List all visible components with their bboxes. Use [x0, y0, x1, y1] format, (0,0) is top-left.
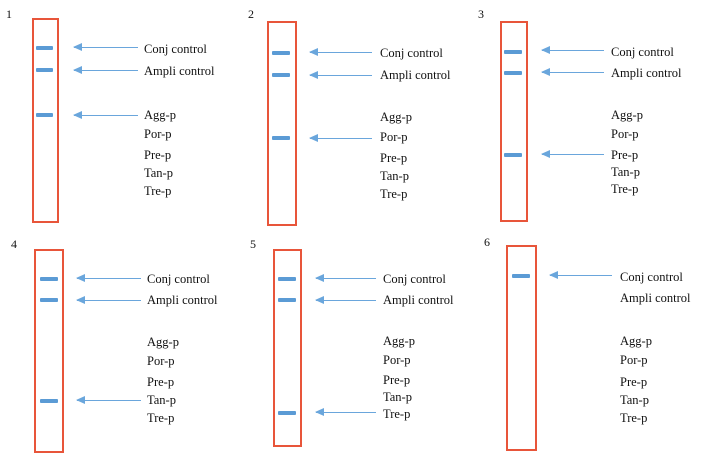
label-agg-p: Agg-p: [144, 108, 176, 122]
label-agg-p: Agg-p: [380, 110, 412, 124]
test-strip: [32, 18, 59, 223]
panel-number: 3: [478, 7, 484, 21]
band-agg-p: [36, 113, 53, 117]
band-conj-control: [278, 277, 296, 281]
arrow-ampli: [73, 66, 138, 74]
arrow-conj: [549, 271, 612, 279]
label-agg-p: Agg-p: [611, 108, 643, 122]
arrow-agg: [73, 111, 138, 119]
panel-number: 4: [11, 237, 17, 251]
test-strip: [34, 249, 64, 453]
arrow-conj: [541, 46, 604, 54]
label-tan-p: Tan-p: [383, 390, 412, 404]
strip-panel-3: 3 Conj control Ampli control Agg-p Por-p…: [472, 0, 702, 225]
arrow-ampli: [541, 68, 604, 76]
label-pre-p: Pre-p: [144, 148, 172, 162]
band-ampli-control: [504, 71, 522, 75]
label-conj-control: Conj control: [144, 42, 207, 56]
label-conj-control: Conj control: [147, 272, 210, 286]
arrow-conj: [73, 43, 138, 51]
panel-number: 6: [484, 235, 490, 249]
label-pre-p: Pre-p: [380, 151, 408, 165]
test-strip: [267, 21, 297, 226]
band-conj-control: [36, 46, 53, 50]
panel-number: 5: [250, 237, 256, 251]
label-conj-control: Conj control: [620, 270, 683, 284]
strip-panel-1: 1 Conj control Ampli control Agg-p Por-p…: [0, 0, 230, 225]
label-agg-p: Agg-p: [383, 334, 415, 348]
band-conj-control: [272, 51, 290, 55]
strip-panel-6: 6 Conj control Ampli control Agg-p Por-p…: [472, 228, 702, 453]
arrow-por: [309, 134, 372, 142]
label-conj-control: Conj control: [383, 272, 446, 286]
label-tre-p: Tre-p: [620, 411, 648, 425]
arrow-ampli: [315, 296, 376, 304]
band-conj-control: [512, 274, 530, 278]
label-conj-control: Conj control: [611, 45, 674, 59]
arrow-conj: [309, 48, 372, 56]
label-ampli-control: Ampli control: [620, 291, 691, 305]
label-tre-p: Tre-p: [147, 411, 175, 425]
band-por-p: [272, 136, 290, 140]
label-pre-p: Pre-p: [383, 373, 411, 387]
panel-number: 1: [6, 7, 12, 21]
band-ampli-control: [272, 73, 290, 77]
band-conj-control: [40, 277, 58, 281]
label-pre-p: Pre-p: [620, 375, 648, 389]
panel-number: 2: [248, 7, 254, 21]
label-tre-p: Tre-p: [380, 187, 408, 201]
strip-panel-2: 2 Conj control Ampli control Agg-p Por-p…: [238, 0, 468, 226]
strip-panel-4: 4 Conj control Ampli control Agg-p Por-p…: [0, 228, 230, 453]
label-tan-p: Tan-p: [380, 169, 409, 183]
label-por-p: Por-p: [611, 127, 639, 141]
arrow-ampli: [309, 71, 372, 79]
label-pre-p: Pre-p: [147, 375, 175, 389]
label-tan-p: Tan-p: [620, 393, 649, 407]
strip-panel-5: 5 Conj control Ampli control Agg-p Por-p…: [238, 228, 468, 453]
label-por-p: Por-p: [147, 354, 175, 368]
label-pre-p: Pre-p: [611, 148, 639, 162]
band-tre-p: [278, 411, 296, 415]
label-por-p: Por-p: [144, 127, 172, 141]
arrow-conj: [76, 274, 141, 282]
arrow-conj: [315, 274, 376, 282]
label-ampli-control: Ampli control: [144, 64, 215, 78]
arrow-pre: [541, 150, 604, 158]
label-ampli-control: Ampli control: [147, 293, 218, 307]
label-por-p: Por-p: [380, 130, 408, 144]
label-ampli-control: Ampli control: [380, 68, 451, 82]
label-ampli-control: Ampli control: [383, 293, 454, 307]
band-conj-control: [504, 50, 522, 54]
label-tan-p: Tan-p: [611, 165, 640, 179]
test-strip: [500, 21, 528, 222]
arrow-tre: [315, 408, 376, 416]
band-tan-p: [40, 399, 58, 403]
label-ampli-control: Ampli control: [611, 66, 682, 80]
test-strip: [506, 245, 537, 451]
label-por-p: Por-p: [620, 353, 648, 367]
label-conj-control: Conj control: [380, 46, 443, 60]
label-agg-p: Agg-p: [147, 335, 179, 349]
band-pre-p: [504, 153, 522, 157]
label-tre-p: Tre-p: [611, 182, 639, 196]
arrow-tan: [76, 396, 141, 404]
label-tan-p: Tan-p: [144, 166, 173, 180]
label-agg-p: Agg-p: [620, 334, 652, 348]
band-ampli-control: [40, 298, 58, 302]
band-ampli-control: [278, 298, 296, 302]
label-tre-p: Tre-p: [144, 184, 172, 198]
label-tre-p: Tre-p: [383, 407, 411, 421]
label-por-p: Por-p: [383, 353, 411, 367]
arrow-ampli: [76, 296, 141, 304]
label-tan-p: Tan-p: [147, 393, 176, 407]
band-ampli-control: [36, 68, 53, 72]
